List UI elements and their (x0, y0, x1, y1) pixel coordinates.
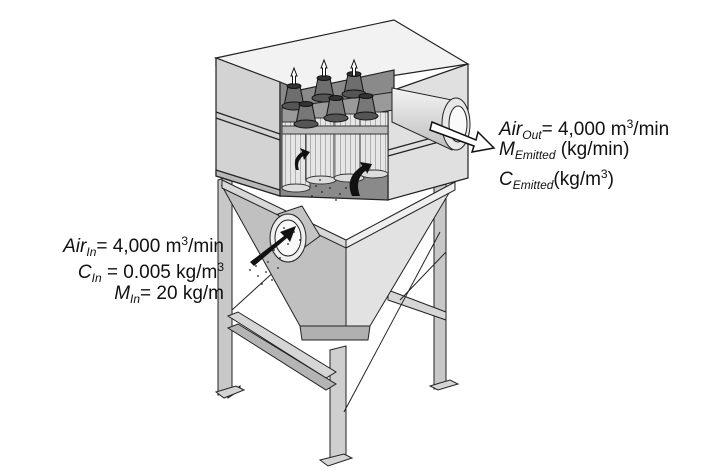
inlet-arrow (250, 226, 296, 266)
m-in-value: = 20 kg/m (140, 283, 224, 304)
inlet-mass-label: MIn= 20 kg/m (114, 282, 224, 311)
m-in-subscript: In (130, 292, 141, 306)
air-out-value: = 4,000 m (541, 119, 627, 140)
air-in-symbol: Air (63, 236, 87, 257)
air-out-exponent: 3 (626, 117, 634, 131)
clean-air-arrows (290, 58, 358, 85)
outlet-air-label: AirOut= 4,000 m3/min (499, 113, 669, 147)
m-in-symbol: M (114, 283, 131, 304)
c-emitted-subscript: Emitted (512, 178, 554, 192)
c-emitted-unit-a: (kg/m (553, 169, 601, 190)
outlet-conc-label: CEmitted(kg/m3) (499, 163, 614, 197)
air-in-value: = 4,000 m (96, 236, 182, 257)
outlet-arrow (429, 120, 496, 153)
air-out-symbol: Air (499, 119, 523, 140)
c-emitted-symbol: C (499, 169, 513, 190)
air-in-subscript: In (86, 245, 97, 259)
m-emitted-subscript: Emitted (514, 148, 556, 162)
c-emitted-unit-b: ) (607, 169, 614, 190)
filter-bags (281, 111, 389, 193)
m-emitted-unit: (kg/min) (555, 139, 630, 160)
outlet-mass-label: MEmitted (kg/min) (499, 138, 629, 167)
dust-particles (249, 179, 359, 285)
c-in-value: = 0.005 kg/m (101, 262, 218, 283)
c-in-exponent: 3 (217, 260, 224, 274)
air-in-exponent: 3 (181, 234, 189, 248)
c-in-symbol: C (77, 262, 92, 283)
dirty-air-arrows (294, 148, 372, 196)
inlet-conc-label: CIn = 0.005 kg/m3 (78, 256, 224, 290)
air-in-unit: /min (188, 236, 224, 257)
c-in-subscript: In (91, 271, 102, 285)
air-out-unit: /min (633, 119, 670, 140)
inlet-air-label: AirIn= 4,000 m3/min (63, 230, 224, 264)
c-emitted-exponent: 3 (600, 167, 608, 181)
air-out-subscript: Out (522, 128, 542, 142)
m-emitted-symbol: M (499, 139, 515, 160)
